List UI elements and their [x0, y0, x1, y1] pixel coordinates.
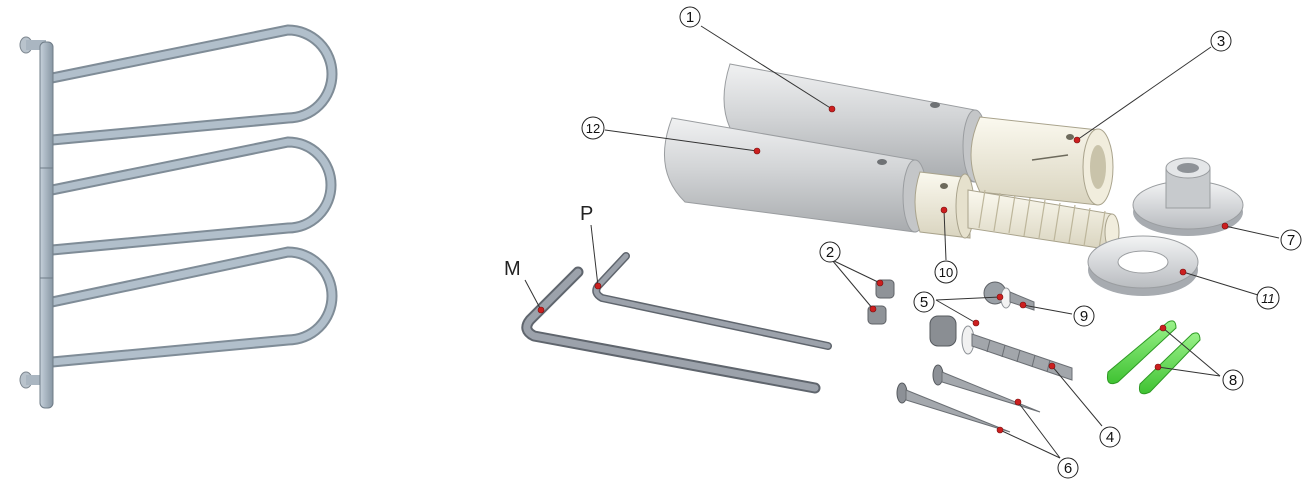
callout-2: 2: [819, 241, 841, 263]
wood-screw-a-part-6: [932, 364, 1041, 413]
callout-7-label: 7: [1287, 232, 1295, 249]
hex-key-p: [592, 252, 832, 350]
callout-7: 7: [1280, 229, 1302, 251]
callout-9-label: 9: [1080, 308, 1088, 325]
callout-4: 4: [1099, 426, 1121, 448]
grub-screws-part-2: [867, 279, 895, 325]
callout-12-label: 12: [586, 121, 600, 136]
wood-screw-b-part-6: [896, 382, 1011, 433]
rail-wall-mount-top: [19, 36, 46, 54]
callout-3: 3: [1210, 30, 1232, 52]
hex-key-m: [521, 266, 821, 394]
callout-2-label: 2: [826, 244, 834, 261]
towel-rail: [19, 24, 338, 409]
label-p: P: [580, 203, 593, 225]
callout-1-label: 1: [686, 9, 694, 26]
wall-plug-a-part-8: [1107, 320, 1177, 385]
rosette-part-11: [1087, 235, 1199, 296]
pointer-dots: [537, 105, 1229, 434]
callout-10-label: 10: [939, 265, 953, 280]
callout-5-label: 5: [920, 294, 928, 311]
leader-lines: [524, 25, 1280, 459]
callout-9: 9: [1073, 305, 1095, 327]
callout-6: 6: [1057, 457, 1079, 479]
rail-loop-3: [46, 246, 338, 368]
threaded-insert-part-10: [914, 171, 1120, 251]
rail-wall-mount-bottom: [19, 371, 46, 389]
wall-plug-b-part-8: [1139, 332, 1201, 395]
callout-12: 12: [581, 116, 605, 140]
callout-3-label: 3: [1217, 33, 1225, 50]
callout-1: 1: [679, 6, 701, 28]
callout-8-label: 8: [1229, 372, 1237, 389]
label-m: M: [504, 258, 521, 280]
callout-4-label: 4: [1106, 429, 1114, 446]
callout-10: 10: [934, 260, 958, 284]
callout-6-label: 6: [1064, 460, 1072, 477]
rail-loop-2: [46, 136, 337, 256]
callout-11-label: 11: [1261, 291, 1275, 306]
rail-loop-1: [46, 24, 338, 146]
rail-vertical-post: [39, 41, 54, 409]
sleeve-part-3: [970, 116, 1114, 206]
callout-8: 8: [1222, 369, 1244, 391]
callout-11: 11: [1256, 286, 1280, 310]
bolt-part-4: [929, 315, 1073, 381]
callout-5: 5: [913, 291, 935, 313]
rosette-part-7: [1132, 157, 1244, 236]
